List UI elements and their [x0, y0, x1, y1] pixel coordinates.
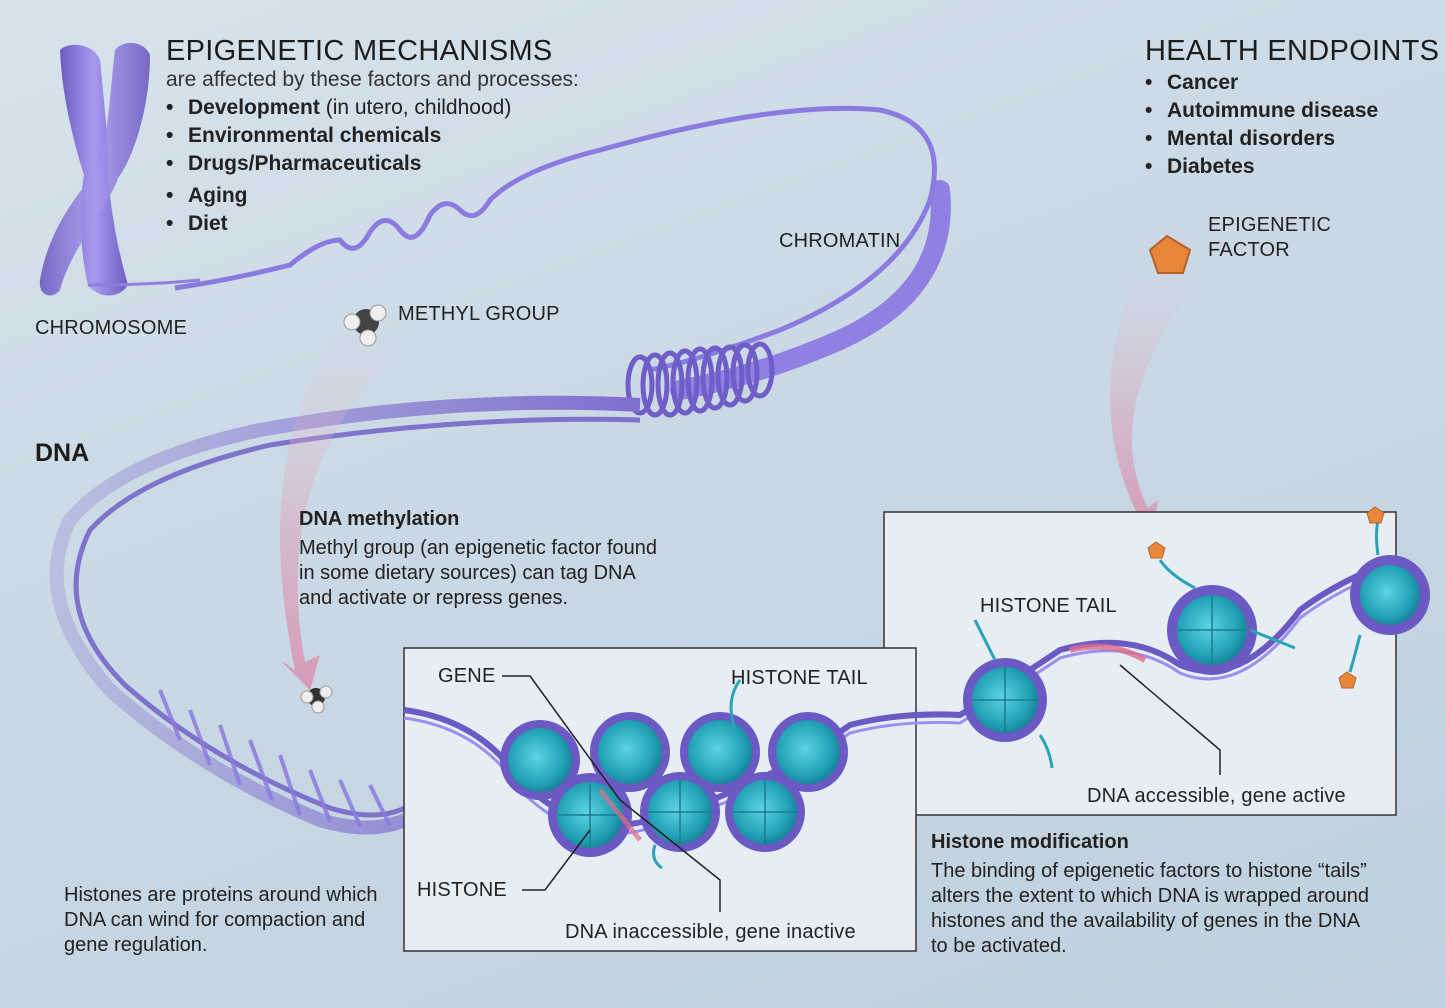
factor-item: Drugs/Pharmaceuticals [166, 150, 511, 178]
health-item: Autoimmune disease [1145, 97, 1378, 125]
factor-item: Development (in utero, childhood) [166, 94, 511, 122]
chromosome-label: CHROMOSOME [35, 317, 187, 339]
histone-label: HISTONE [417, 879, 507, 901]
histone-modification-text: The binding of epigenetic factors to his… [931, 860, 1370, 957]
epigenetic-factor-arrow [1110, 265, 1195, 540]
health-item: Diabetes [1145, 153, 1378, 181]
chromatin-label: CHROMATIN [779, 230, 901, 252]
leader-lines [502, 664, 1221, 912]
methyl-tag-molecule [300, 685, 333, 714]
epigenetic-factor-list: Development (in utero, childhood) Enviro… [166, 94, 511, 238]
dna-methylation-text: Methyl group (an epigenetic factor found… [299, 537, 657, 609]
health-endpoints-list: Cancer Autoimmune disease Mental disorde… [1145, 69, 1378, 181]
histone-modification-title: Histone modification [931, 831, 1129, 853]
histones-note-text: Histones are proteins around which DNA c… [64, 884, 378, 956]
dna-label: DNA [35, 439, 90, 467]
chromatin-coils [625, 341, 775, 418]
health-item: Cancer [1145, 69, 1378, 97]
histone-tail-label-left: HISTONE TAIL [731, 667, 868, 689]
epigenetic-factor-label-line2: FACTOR [1208, 239, 1290, 261]
health-item: Mental disorders [1145, 125, 1378, 153]
methyl-group-label: METHYL GROUP [398, 303, 560, 325]
dna-rungs [158, 689, 392, 827]
histone-tail-label-right: HISTONE TAIL [980, 595, 1117, 617]
epigenetic-mechanisms-title: EPIGENETIC MECHANISMS [166, 35, 553, 67]
right-panel [883, 511, 1397, 816]
histones-packed [500, 679, 848, 870]
epigenetic-mechanisms-subtitle: are affected by these factors and proces… [166, 68, 579, 91]
methyl-group-molecule [343, 304, 387, 347]
factor-item: Aging [166, 182, 511, 210]
epigenetic-factor-pentagon [1148, 234, 1192, 274]
histones-spaced [963, 506, 1430, 769]
methyl-arrow [280, 335, 400, 690]
dna-inaccessible-label: DNA inaccessible, gene inactive [565, 921, 856, 943]
health-endpoints-title: HEALTH ENDPOINTS [1145, 35, 1440, 67]
factor-item: Diet [166, 210, 511, 238]
dna-methylation-title: DNA methylation [299, 508, 460, 530]
gene-label: GENE [438, 665, 496, 687]
epigenetic-factor-label-line1: EPIGENETIC [1208, 214, 1332, 236]
chromosome-illustration [39, 42, 201, 296]
dna-accessible-label: DNA accessible, gene active [1087, 785, 1346, 807]
factor-item: Environmental chemicals [166, 122, 511, 150]
